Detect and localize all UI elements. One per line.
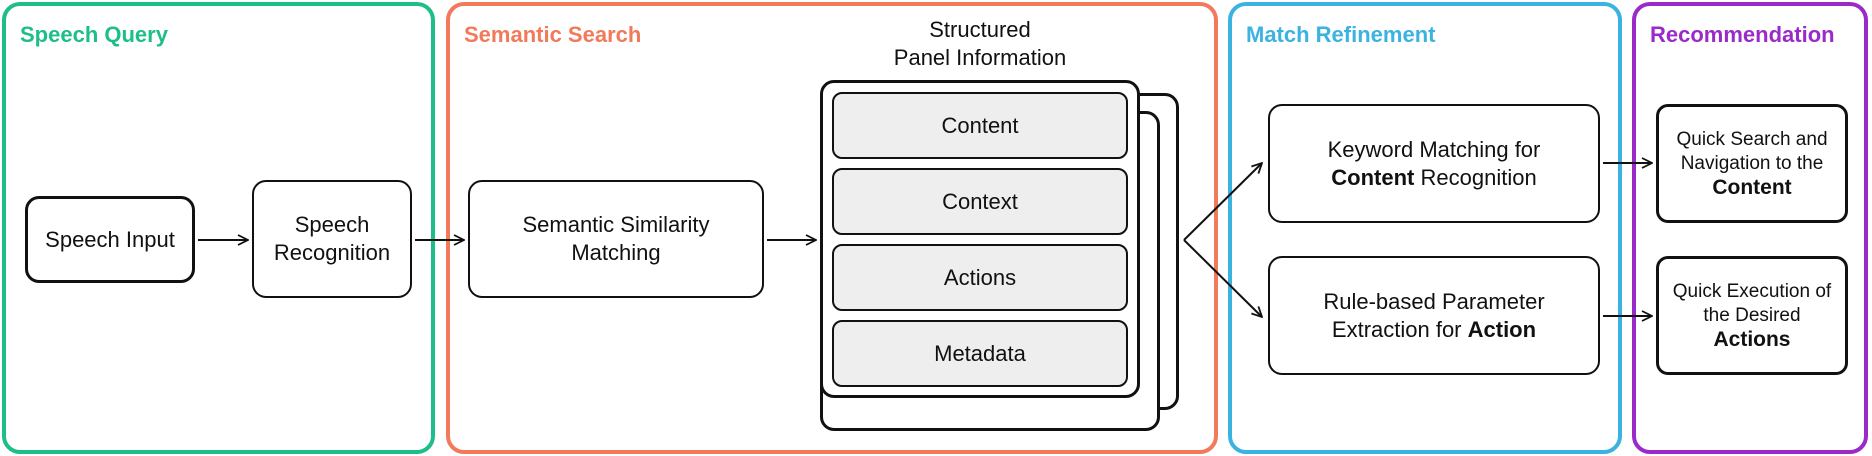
quick-execution-line1: Quick Execution of [1672,280,1832,302]
semantic-matching-line2: Matching [571,240,661,265]
panel-info-title-line2: Panel Information [893,45,1067,70]
semantic-matching-line1: Semantic Similarity [522,212,710,237]
speech-input-label: Speech Input [45,226,175,252]
quick-search-line2: Navigation to the [1680,152,1824,174]
rule-extraction-line2-pre: Extraction for [1331,316,1468,342]
section-title-recommendation: Recommendation [1650,22,1835,47]
semantic-matching-node: Semantic Similarity Matching [468,180,764,298]
rule-extraction-node: Rule-based Parameter Extraction for Acti… [1268,256,1600,375]
section-title-match-refinement: Match Refinement [1246,22,1436,47]
panel-field-context-label: Context [942,188,1018,214]
speech-input-node: Speech Input [25,196,195,283]
arrow-panel-to-rule [1183,239,1262,317]
panel-field-content: Content [832,92,1128,159]
quick-search-node: Quick Search and Navigation to the Conte… [1656,104,1848,223]
arrow-panel-to-keyword [1183,163,1262,241]
speech-recognition-line2: Recognition [273,240,391,265]
rule-extraction-emph: Action [1467,316,1537,342]
section-recommendation: Recommendation [1632,2,1868,454]
panel-field-metadata: Metadata [832,320,1128,387]
keyword-matching-line2-rest: Recognition [1414,164,1537,190]
section-speech-query: Speech Query [2,2,435,454]
panel-field-content-label: Content [941,112,1019,138]
section-title-speech-query: Speech Query [20,22,168,47]
quick-search-emph: Content [1712,175,1792,199]
speech-recognition-line1: Speech [294,212,370,237]
panel-field-actions: Actions [832,244,1128,311]
speech-recognition-node: Speech Recognition [252,180,412,298]
panel-field-context: Context [832,168,1128,235]
panel-info-title: Structured Panel Information [860,16,1100,72]
panel-info-title-line1: Structured [929,17,1031,42]
rule-extraction-line2: Extraction for Action [1323,316,1544,344]
section-semantic-search: Semantic Search [446,2,1218,454]
panel-field-actions-label: Actions [943,264,1017,290]
panel-field-metadata-label: Metadata [934,340,1026,366]
keyword-matching-emph: Content [1331,164,1415,190]
section-match-refinement: Match Refinement [1228,2,1622,454]
keyword-matching-node: Keyword Matching for Content Recognition [1268,104,1600,223]
quick-execution-line2: the Desired [1703,304,1801,326]
quick-execution-node: Quick Execution of the Desired Actions [1656,256,1848,375]
keyword-matching-line1: Keyword Matching for [1327,136,1541,162]
keyword-matching-line2: Content Recognition [1328,164,1541,192]
section-title-semantic-search: Semantic Search [464,22,642,47]
rule-extraction-line1: Rule-based Parameter [1323,288,1545,314]
quick-execution-emph: Actions [1713,327,1791,351]
quick-search-line1: Quick Search and [1676,128,1828,150]
